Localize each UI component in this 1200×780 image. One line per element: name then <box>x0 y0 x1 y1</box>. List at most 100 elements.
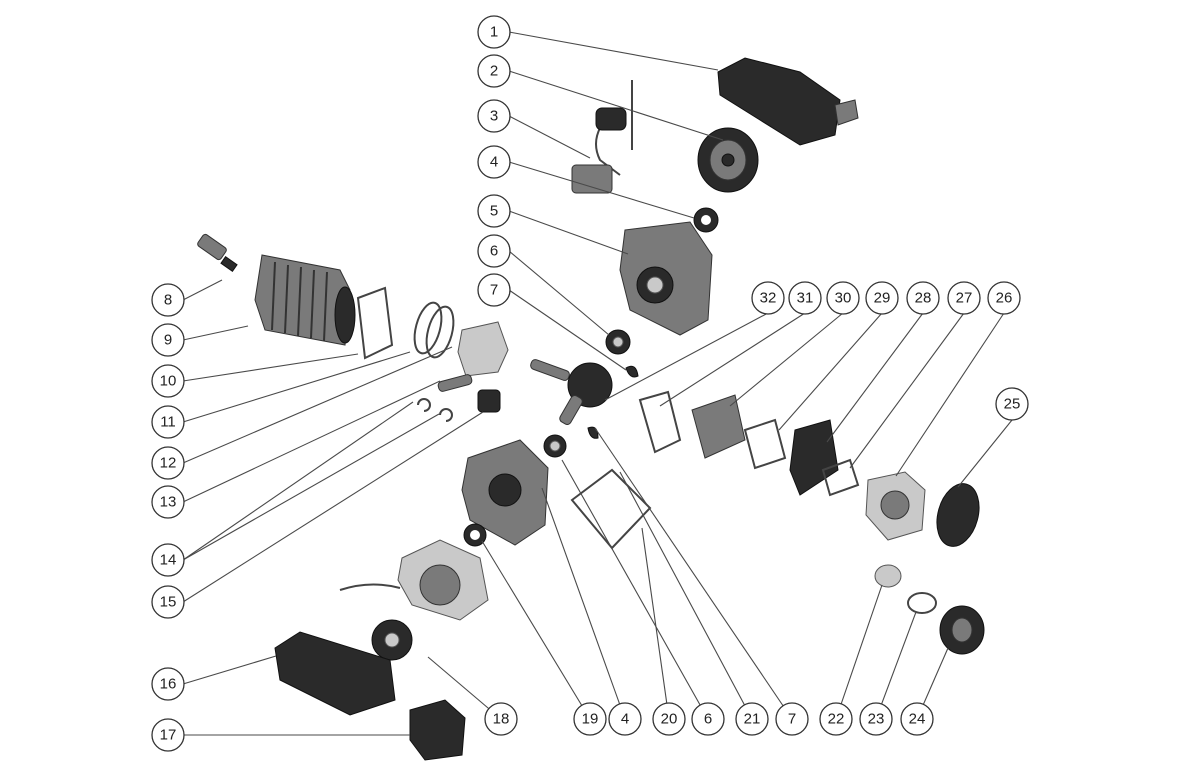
part-intake-manifold <box>789 419 839 496</box>
callout-label: 26 <box>996 290 1013 307</box>
part-piston-rings <box>413 301 455 359</box>
callout-label: 24 <box>909 711 926 728</box>
callout-label: 23 <box>868 711 885 728</box>
callout-label: 27 <box>956 290 973 307</box>
callout-17: 17 <box>151 718 185 752</box>
callout-label: 3 <box>490 108 498 125</box>
callout-9: 9 <box>151 323 185 357</box>
callout-15: 15 <box>151 585 185 619</box>
part-clutch-housing <box>339 539 489 621</box>
part-reed-block <box>691 394 746 459</box>
callout-6: 6 <box>477 234 511 268</box>
callout-4: 4 <box>477 145 511 179</box>
callout-label: 7 <box>490 282 498 299</box>
callout-6-lower: 6 <box>691 702 725 736</box>
part-clutch-shoes <box>371 619 413 661</box>
callout-label: 10 <box>160 373 177 390</box>
callout-8: 8 <box>151 283 185 317</box>
callout-label: 9 <box>164 332 172 349</box>
callout-label: 14 <box>160 552 177 569</box>
callout-11: 11 <box>151 405 185 439</box>
callout-label: 28 <box>915 290 932 307</box>
part-key-upper <box>625 365 639 378</box>
part-crankshaft <box>530 359 613 426</box>
callout-21: 21 <box>735 702 769 736</box>
callout-28: 28 <box>906 281 940 315</box>
callout-label: 11 <box>160 414 176 431</box>
part-bushing <box>874 564 902 588</box>
callout-label: 1 <box>490 24 498 41</box>
callout-30: 30 <box>826 281 860 315</box>
callout-26: 26 <box>987 281 1021 315</box>
callout-14: 14 <box>151 543 185 577</box>
parts-layer <box>197 57 985 761</box>
callout-label: 20 <box>661 711 678 728</box>
part-gearbox-cover <box>274 631 396 716</box>
part-bearing-lower <box>543 434 567 458</box>
callout-label: 4 <box>490 154 498 171</box>
callout-label: 30 <box>835 290 852 307</box>
callout-7: 7 <box>477 273 511 307</box>
part-gearbox-end <box>409 699 466 761</box>
callout-31: 31 <box>788 281 822 315</box>
callout-label: 25 <box>1004 396 1021 413</box>
callout-label: 17 <box>160 727 177 744</box>
callout-label: 29 <box>874 290 891 307</box>
callout-24: 24 <box>900 702 934 736</box>
callout-27: 27 <box>947 281 981 315</box>
callout-20: 20 <box>652 702 686 736</box>
part-cylinder-gasket <box>356 286 394 360</box>
callout-label: 15 <box>160 594 177 611</box>
callout-19: 19 <box>573 702 607 736</box>
callout-25: 25 <box>995 387 1029 421</box>
callout-label: 13 <box>160 494 177 511</box>
part-flywheel <box>697 127 759 193</box>
part-crankcase-gasket <box>570 468 652 550</box>
part-seal-upper <box>693 207 719 233</box>
part-drive-sprocket <box>939 605 985 655</box>
part-piston <box>457 321 509 377</box>
part-carburetor <box>865 471 926 541</box>
callouts: 1 2 3 4 5 6 7 8 9 10 11 12 13 14 15 16 1… <box>151 15 1029 752</box>
callout-13: 13 <box>151 485 185 519</box>
callout-label: 12 <box>160 455 177 472</box>
callout-label: 31 <box>797 290 814 307</box>
part-clamp <box>907 592 937 614</box>
part-circlips <box>417 398 453 422</box>
callout-label: 6 <box>490 243 498 260</box>
part-spark-plug <box>197 233 238 272</box>
part-air-filter <box>936 483 980 547</box>
part-ignition-coil <box>571 80 633 194</box>
callout-label: 32 <box>760 290 777 307</box>
callout-label: 21 <box>744 711 761 728</box>
callout-label: 7 <box>788 711 796 728</box>
callout-4-lower: 4 <box>608 702 642 736</box>
callout-12: 12 <box>151 446 185 480</box>
callout-label: 6 <box>704 711 712 728</box>
callout-label: 16 <box>160 676 177 693</box>
callout-32: 32 <box>751 281 785 315</box>
callout-16: 16 <box>151 667 185 701</box>
callout-22: 22 <box>819 702 853 736</box>
part-seal-lower <box>463 523 487 547</box>
callout-29: 29 <box>865 281 899 315</box>
callout-10: 10 <box>151 364 185 398</box>
part-cylinder <box>254 254 356 346</box>
callout-label: 22 <box>828 711 845 728</box>
part-bearing-upper <box>605 329 631 355</box>
part-crankcase-left <box>461 439 549 546</box>
callout-label: 8 <box>164 292 172 309</box>
callout-3: 3 <box>477 99 511 133</box>
callout-1: 1 <box>477 15 511 49</box>
callout-23: 23 <box>859 702 893 736</box>
part-carb-gasket <box>821 458 860 497</box>
part-key-lower <box>587 426 599 439</box>
callout-7-lower: 7 <box>775 702 809 736</box>
callout-5: 5 <box>477 194 511 228</box>
callout-label: 4 <box>621 711 629 728</box>
callout-18: 18 <box>484 702 518 736</box>
leader-lines <box>182 31 1013 736</box>
callout-label: 19 <box>582 711 599 728</box>
callout-2: 2 <box>477 54 511 88</box>
